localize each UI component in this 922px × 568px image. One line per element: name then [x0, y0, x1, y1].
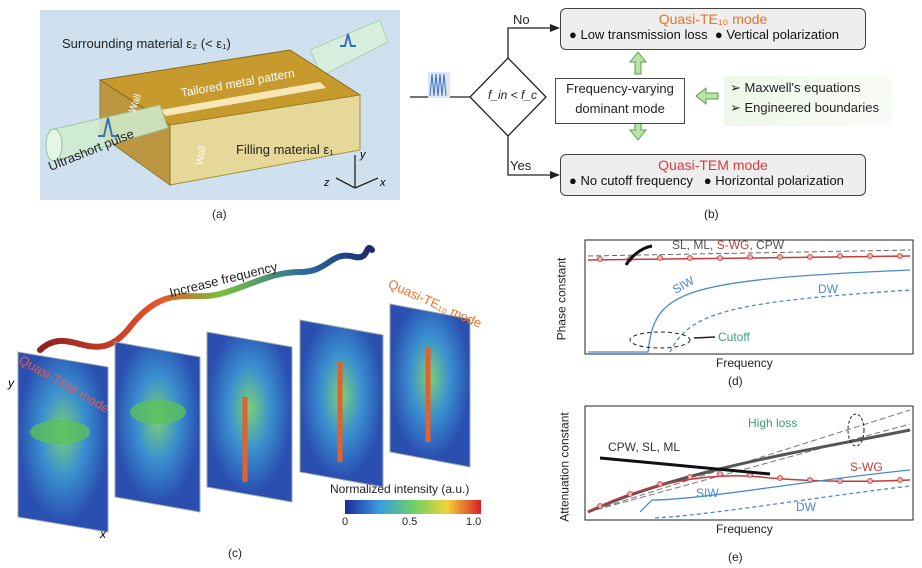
filling-label: Filling material ε₁	[236, 142, 334, 157]
cutoff-label: Cutoff	[718, 330, 750, 344]
tem-mode-title: Quasi-TEM mode	[658, 157, 768, 173]
atten-ylabel: Attenuation constant	[557, 412, 572, 522]
high-loss-label: High loss	[748, 416, 798, 430]
panel-b: f_in < f_c No Yes Quasi-TE₁₀ mode ● Low …	[410, 0, 922, 230]
atten-xlabel: Frequency	[716, 522, 773, 536]
panel-d-label: (d)	[728, 374, 743, 388]
panel-d: Phase constant Frequency SL, ML, S-WG, C…	[554, 232, 922, 392]
yes-label: Yes	[510, 158, 532, 173]
input-pulse-icon	[428, 72, 450, 98]
tem-mode-box: Quasi-TEM mode ● No cutoff frequency ● H…	[560, 154, 866, 196]
slice-1	[17, 351, 109, 533]
slice-x-label: x	[99, 527, 107, 541]
slice-y-label: y	[7, 376, 15, 390]
physics-box: ➢ Maxwell's equations ➢ Engineered bound…	[724, 76, 892, 126]
te-mode-box: Quasi-TE₁₀ mode ● Low transmission loss …	[560, 8, 866, 50]
condition-label: f_in < f_c	[488, 88, 538, 102]
dw-label: DW	[818, 282, 838, 296]
colorbar-tick-05: 0.5	[402, 516, 418, 528]
dominant-mode-box: Frequency-varying dominant mode	[555, 78, 685, 124]
field-distribution-illustration: y x	[7, 245, 481, 541]
siw-label-e: SIW	[696, 486, 719, 500]
slice-3	[206, 331, 293, 503]
te-mode-title: Quasi-TE₁₀ mode	[658, 11, 768, 27]
phase-ylabel: Phase constant	[554, 257, 569, 341]
phase-constant-plot	[584, 239, 914, 355]
dw-label-e: DW	[796, 500, 816, 514]
axis-x-label: x	[379, 177, 386, 189]
panel-e: Attenuation constant Frequency High loss…	[557, 400, 922, 550]
slice-4	[299, 319, 384, 488]
phase-xlabel: Frequency	[716, 356, 773, 370]
slice-5	[389, 303, 471, 468]
colorbar-tick-0: 0	[342, 516, 349, 528]
swg-label: S-WG	[850, 460, 883, 474]
maxwell-item: ➢ Maxwell's equations	[730, 80, 861, 95]
waveguide-illustration: y x z	[40, 10, 400, 200]
axis-y-label: y	[359, 149, 367, 161]
attenuation-constant-plot	[584, 405, 914, 521]
panel-c-label: (c)	[228, 546, 242, 560]
center-line2: dominant mode	[575, 101, 665, 116]
panel-b-label: (b)	[704, 207, 719, 221]
colorbar	[345, 500, 481, 514]
te-bullets: ● Low transmission loss ● Vertical polar…	[569, 27, 840, 42]
tem-bullets: ● No cutoff frequency ● Horizontal polar…	[569, 173, 844, 188]
colorbar-tick-1: 1.0	[466, 516, 482, 528]
atten-group-label: CPW, SL, ML	[608, 440, 681, 454]
phase-group-label: SL, ML, S-WG, CPW	[672, 238, 785, 252]
boundaries-item: ➢ Engineered boundaries	[730, 100, 879, 115]
center-line1: Frequency-varying	[566, 81, 674, 96]
panel-e-label: (e)	[728, 550, 743, 564]
flowchart-connectors	[410, 24, 719, 179]
slice-2	[114, 341, 201, 513]
axis-z-label: z	[323, 177, 330, 189]
panel-a: y x z Surrounding material ε₂ (< ε₁) Tai…	[40, 10, 400, 200]
panel-a-label: (a)	[212, 207, 227, 221]
no-label: No	[513, 12, 530, 27]
panel-c: y x Increase frequency Quasi-TE₁₀ mode Q…	[0, 232, 545, 542]
surrounding-label: Surrounding material ε₂ (< ε₁)	[62, 36, 231, 51]
colorbar-title: Normalized intensity (a.u.)	[330, 482, 470, 496]
